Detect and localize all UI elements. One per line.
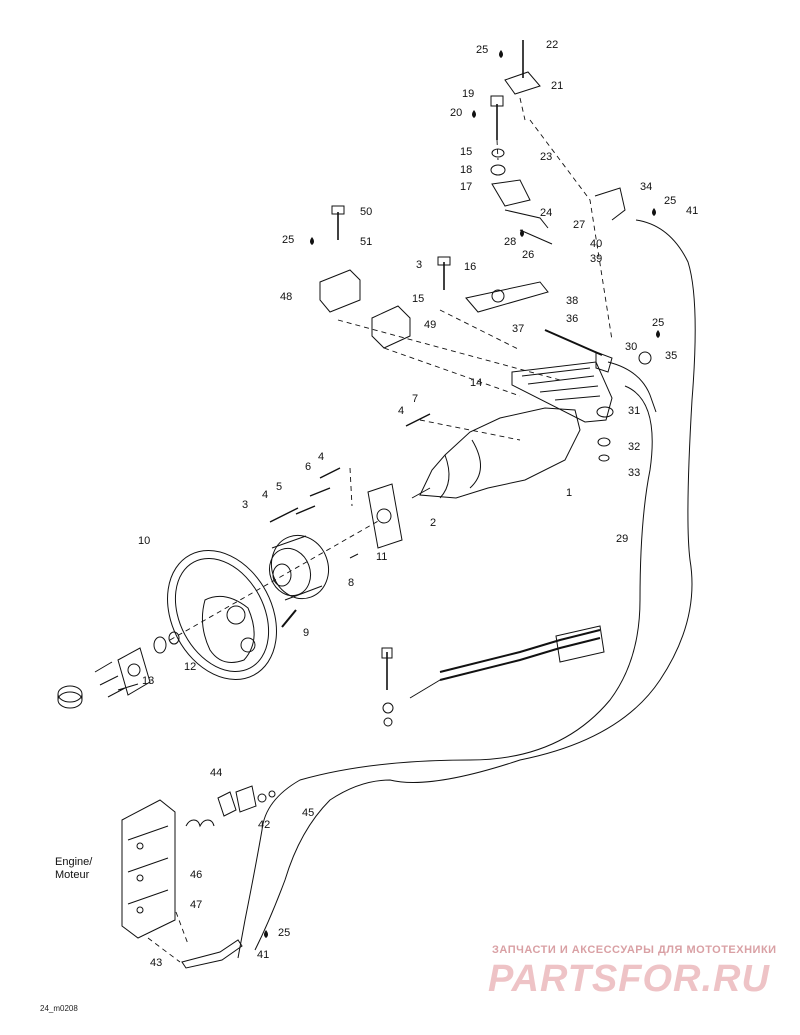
part-label: 32 [628,441,641,453]
part-label: 5 [276,481,283,493]
part-label: 17 [460,181,473,193]
washer-12 [153,636,167,654]
part-label: 42 [258,819,271,831]
cable-29 [237,385,653,959]
part-label: 27 [573,219,586,231]
pulley [268,534,329,601]
part-label: 23 [540,151,553,163]
part-label: 29 [616,533,629,545]
part-label: 36 [566,313,579,325]
engine-label-fr: Moteur [55,868,90,881]
part-label: 6 [305,461,312,473]
pivot-plate [465,281,549,313]
hub-knob [57,685,83,709]
part-label: 25 [652,317,665,329]
part-label: 51 [360,236,373,248]
part-label: 24 [540,207,553,219]
part-label: 20 [450,107,463,119]
helm-bracket [349,483,403,559]
part-label: 41 [686,205,699,217]
part-label: 50 [360,206,373,218]
part-label: 7 [412,393,419,405]
part-label: 30 [625,341,638,353]
part-label: 1 [566,487,573,499]
part-label: 25 [278,927,291,939]
part-label: 10 [138,535,151,547]
diagram-code: 24_m0208 [40,1004,78,1013]
sealant-drops [264,50,660,938]
part-label: 3 [242,499,249,511]
part-label: 4 [398,405,405,417]
part-label: 22 [546,39,559,51]
bracket-48 [319,269,361,313]
part-label: 4 [262,489,269,501]
part-label: 49 [424,319,437,331]
part-label: 12 [184,661,197,673]
control-cable [381,625,605,727]
part-label: 38 [566,295,579,307]
part-label: 40 [590,238,603,250]
part-label: 47 [190,899,203,911]
cable-41 [254,219,696,951]
part-label: 28 [504,236,517,248]
part-label: 39 [590,253,603,265]
part-label: 48 [280,291,293,303]
hub-plate [94,647,151,698]
part-label: 15 [412,293,425,305]
part-label: 25 [282,234,295,246]
part-label: 11 [376,551,388,563]
part-label: 45 [302,807,315,819]
block-49 [371,305,411,349]
part-label: 37 [512,323,525,335]
bracket-21 [504,71,541,95]
part-label: 4 [318,451,325,463]
part-label: 13 [142,675,155,687]
part-label: 9 [303,627,310,639]
watermark-tagline: ЗАПЧАСТИ И АКСЕССУАРЫ ДЛЯ МОТОТЕХНИКИ [492,944,777,956]
part-label: 25 [664,195,677,207]
engine-label: Engine/ Moteur [55,856,92,881]
part-label: 46 [190,869,203,881]
part-label: 25 [476,44,489,56]
part-label: 19 [462,88,475,100]
engine-bracket [121,799,176,939]
part-label: 35 [665,350,678,362]
steering-housing [411,407,581,499]
part-label: 21 [551,80,564,92]
part-label: 34 [640,181,653,193]
engine-label-en: Engine/ [55,856,93,868]
watermark-logo: PARTSFOR.RU [488,958,770,1000]
part-label: 26 [522,249,535,261]
steering-wheel [167,550,277,680]
part-label: 33 [628,467,641,479]
part-label: 43 [150,957,163,969]
part-label: 31 [628,405,641,417]
part-label: 41 [257,949,270,961]
part-label: 14 [470,377,483,389]
part-label: 18 [460,164,473,176]
part-label: 44 [210,767,223,779]
part-label: 15 [460,146,473,158]
part-label: 2 [430,517,437,529]
part-label: 3 [416,259,423,271]
part-label: 16 [464,261,477,273]
part-label: 8 [348,577,355,589]
